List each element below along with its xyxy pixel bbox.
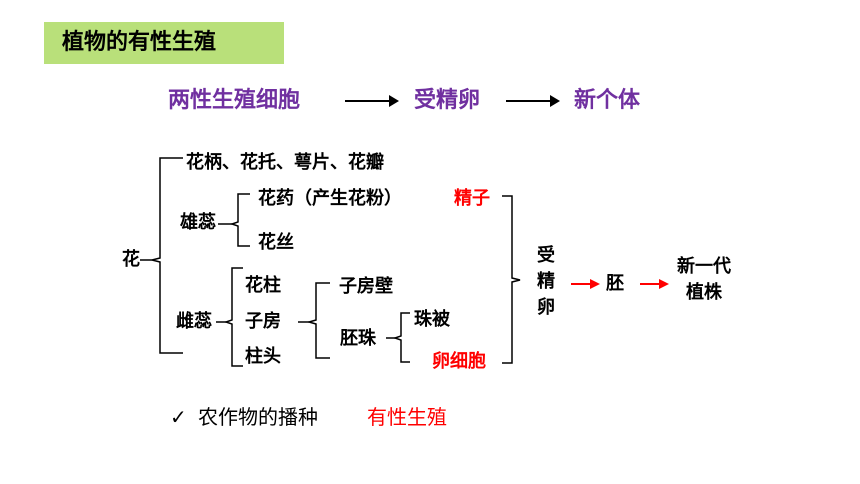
- flow-step-gametes: 两性生殖细胞: [168, 88, 301, 113]
- flow-step-zygote: 受精卵: [414, 88, 481, 113]
- ovule-label: 胚珠: [340, 328, 376, 349]
- fertilization-bracket: [502, 195, 521, 364]
- flow-arrow-1: [345, 95, 399, 107]
- stamen-label: 雄蕊: [180, 212, 216, 233]
- ovary-bracket: [306, 282, 330, 359]
- egg-cell-label: 卵细胞: [432, 351, 486, 372]
- zygote-char-2: 精: [537, 271, 555, 292]
- stigma-label: 柱头: [245, 346, 281, 367]
- flow-step-new-individual: 新个体: [574, 88, 641, 113]
- style-label: 花柱: [245, 275, 281, 296]
- ovary-label: 子房: [245, 311, 281, 332]
- integument-label: 珠被: [414, 309, 450, 330]
- ovule-bracket: [392, 312, 410, 363]
- perianth-parts-label: 花柄、花托、萼片、花瓣: [186, 152, 384, 173]
- sperm-label: 精子: [454, 188, 490, 209]
- filament-label: 花丝: [258, 232, 294, 253]
- new-generation-label: 新一代: [677, 256, 731, 277]
- pistil-bracket: [223, 267, 243, 367]
- stamen-bracket: [229, 193, 250, 247]
- note-text: 农作物的播种: [198, 405, 318, 429]
- note-highlight: 有性生殖: [367, 405, 447, 429]
- plant-label: 植株: [686, 282, 722, 303]
- zygote-char-3: 卵: [537, 297, 555, 318]
- title-background: [44, 22, 284, 64]
- anther-label: 花药（产生花粉）: [258, 188, 402, 209]
- zygote-char-1: 受: [537, 245, 555, 266]
- checkmark-icon: ✓: [170, 405, 187, 429]
- slide-title: 植物的有性生殖: [62, 30, 217, 55]
- ovary-wall-label: 子房壁: [339, 276, 393, 297]
- flower-label: 花: [122, 249, 140, 270]
- flow-arrow-2: [506, 95, 560, 107]
- embryo-label: 胚: [606, 273, 624, 294]
- pistil-label: 雌蕊: [176, 311, 212, 332]
